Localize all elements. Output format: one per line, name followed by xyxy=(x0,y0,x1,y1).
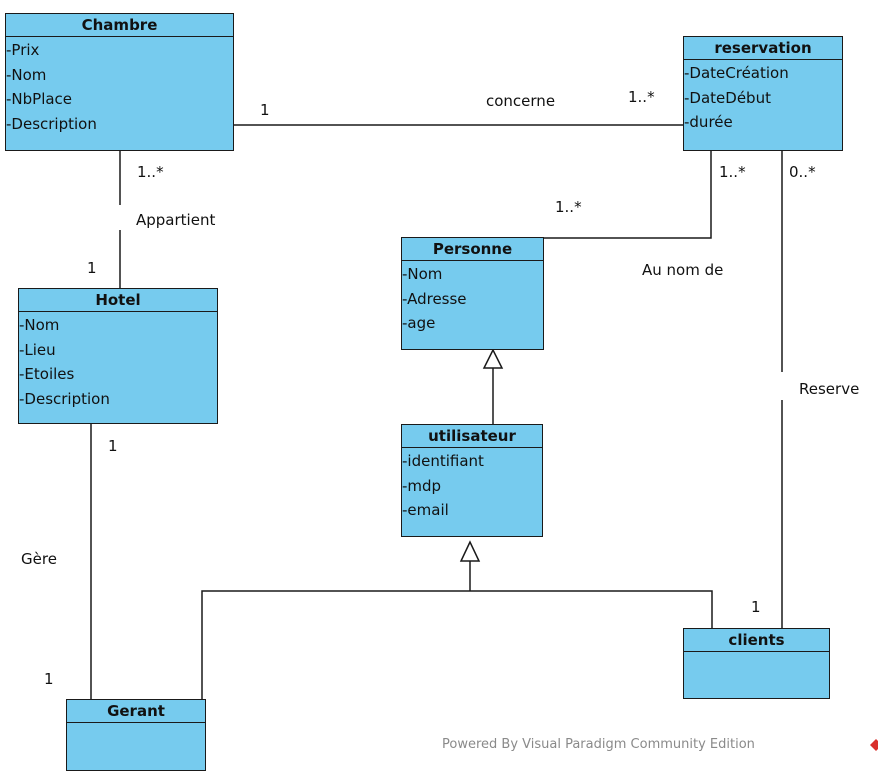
class-personne-attributes: -Nom -Adresse -age xyxy=(402,261,543,336)
mult-au-nom-de-personne: 1..* xyxy=(555,198,582,216)
class-chambre[interactable]: Chambre -Prix -Nom -NbPlace -Description xyxy=(5,13,234,151)
mult-appartient-chambre: 1..* xyxy=(137,163,164,181)
generalization-clients-branch xyxy=(470,590,713,628)
mult-concerne-chambre: 1 xyxy=(260,101,270,119)
class-hotel-attributes: -Nom -Lieu -Etoiles -Description xyxy=(19,312,217,411)
mult-reserve-clients: 1 xyxy=(751,598,761,616)
class-chambre-attributes: -Prix -Nom -NbPlace -Description xyxy=(6,37,233,136)
class-attribute: -durée xyxy=(684,113,733,131)
class-attribute: -email xyxy=(402,501,449,519)
class-attribute: -Nom xyxy=(402,265,443,283)
class-attribute: -age xyxy=(402,314,436,332)
assoc-au-nom-de-line xyxy=(543,150,712,239)
class-hotel[interactable]: Hotel -Nom -Lieu -Etoiles -Description xyxy=(18,288,218,424)
mult-concerne-reservation: 1..* xyxy=(628,88,655,106)
class-reservation-name: reservation xyxy=(684,37,842,60)
class-personne[interactable]: Personne -Nom -Adresse -age xyxy=(401,237,544,350)
class-utilisateur-name: utilisateur xyxy=(402,425,542,448)
class-reservation-attributes: -DateCréation -DateDébut -durée xyxy=(684,60,842,135)
class-gerant-attributes xyxy=(67,723,205,724)
class-hotel-name: Hotel xyxy=(19,289,217,312)
assoc-appartient-label: Appartient xyxy=(136,211,216,229)
class-attribute: -Nom xyxy=(6,65,47,84)
class-attribute: -Lieu xyxy=(19,340,56,359)
class-attribute: -Prix xyxy=(6,41,40,59)
class-clients-attributes xyxy=(684,652,829,653)
assoc-reserve-label: Reserve xyxy=(799,380,860,398)
mult-reserve-reservation: 0..* xyxy=(789,163,816,181)
class-attribute: -Description xyxy=(6,114,97,133)
assoc-au-nom-de-label: Au nom de xyxy=(642,261,724,279)
class-attribute: -NbPlace xyxy=(6,90,73,108)
class-attribute: -Nom xyxy=(19,316,60,334)
generalization-gerant-branch xyxy=(201,590,470,700)
assoc-concerne-label: concerne xyxy=(486,92,556,110)
class-attribute: -DateCréation xyxy=(684,64,789,82)
class-clients[interactable]: clients xyxy=(683,628,830,699)
class-gerant[interactable]: Gerant xyxy=(66,699,206,771)
generalization-arrowhead-personne xyxy=(482,348,504,369)
mult-au-nom-de-reservation: 1..* xyxy=(719,163,746,181)
generalization-arrowhead-utilisateur xyxy=(459,540,481,562)
visual-paradigm-logo-icon xyxy=(870,739,878,751)
assoc-gere-label: Gère xyxy=(21,550,57,568)
class-chambre-name: Chambre xyxy=(6,14,233,37)
mult-appartient-hotel: 1 xyxy=(87,259,97,277)
class-attribute: -Description xyxy=(19,389,110,408)
class-personne-name: Personne xyxy=(402,238,543,261)
class-utilisateur-attributes: -identifiant -mdp -email xyxy=(402,448,542,523)
class-reservation[interactable]: reservation -DateCréation -DateDébut -duré… xyxy=(683,36,843,151)
class-attribute: -mdp xyxy=(402,476,442,495)
class-attribute: -identifiant xyxy=(402,452,484,470)
footer-watermark: Powered By Visual Paradigm Community Edi… xyxy=(442,737,755,752)
class-attribute: -Etoiles xyxy=(19,365,75,383)
class-clients-name: clients xyxy=(684,629,829,652)
class-attribute: -DateDébut xyxy=(684,88,771,107)
mult-gere-gerant: 1 xyxy=(44,670,54,688)
class-gerant-name: Gerant xyxy=(67,700,205,723)
class-attribute: -Adresse xyxy=(402,289,467,308)
mult-gere-hotel: 1 xyxy=(108,437,118,455)
class-utilisateur[interactable]: utilisateur -identifiant -mdp -email xyxy=(401,424,543,537)
